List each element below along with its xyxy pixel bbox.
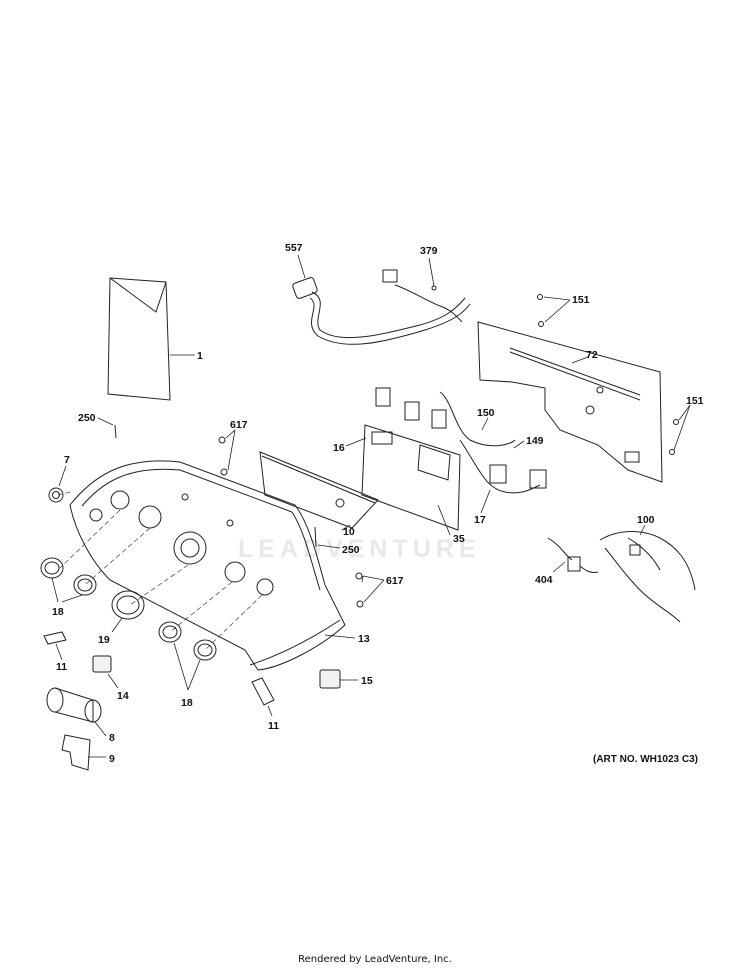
callout-35: 35 <box>453 533 465 545</box>
part-35-control-board <box>361 424 461 536</box>
callout-250-mid: 250 <box>342 544 360 556</box>
callout-404: 404 <box>535 574 553 586</box>
callout-7: 7 <box>64 454 70 466</box>
callout-17: 17 <box>474 514 486 526</box>
part-19-knob <box>111 590 145 633</box>
part-11-light-pipe-mid <box>251 677 275 717</box>
callout-151-top: 151 <box>572 294 590 306</box>
watermark: LEADVENTURE <box>238 535 481 563</box>
callout-9: 9 <box>109 753 115 765</box>
part-250-screw-mid <box>314 526 341 549</box>
callout-13: 13 <box>358 633 370 645</box>
art-number: (ART NO. WH1023 C3) <box>592 754 698 765</box>
callout-557: 557 <box>285 242 303 254</box>
callout-149: 149 <box>526 435 544 447</box>
footer-credit: Rendered by LeadVenture, Inc. <box>298 954 452 965</box>
part-16-switches <box>345 387 447 447</box>
part-151-screws <box>537 294 691 455</box>
part-10-overlay <box>259 451 379 531</box>
callout-150: 150 <box>477 407 495 419</box>
part-100-harness <box>599 524 696 623</box>
part-557-wire-harness <box>292 254 471 345</box>
callout-8: 8 <box>109 732 115 744</box>
callout-11-left: 11 <box>56 661 67 673</box>
callout-15: 15 <box>361 675 373 687</box>
part-11-light-pipe-left <box>43 631 67 661</box>
part-7-knob <box>48 465 67 503</box>
part-8-cylinder <box>46 687 107 737</box>
callout-19: 19 <box>98 634 110 646</box>
callout-10: 10 <box>343 526 355 538</box>
part-617-clips <box>218 429 385 608</box>
callout-14: 14 <box>117 690 129 702</box>
part-150-harness <box>439 391 547 514</box>
callout-72: 72 <box>586 349 598 361</box>
part-1-manual <box>107 277 195 401</box>
callout-18-right: 18 <box>181 697 193 709</box>
callout-617-right: 617 <box>386 575 404 587</box>
alignment-lines <box>57 491 263 651</box>
callout-250-left: 250 <box>78 412 96 424</box>
part-404-sensor <box>547 537 599 573</box>
callout-11-mid: 11 <box>268 720 279 732</box>
callout-1: 1 <box>197 350 203 362</box>
part-72-bracket <box>477 321 663 483</box>
part-250-screw-left <box>97 417 117 439</box>
callout-617-top: 617 <box>230 419 248 431</box>
part-18-knobs-right <box>158 621 217 691</box>
callout-16: 16 <box>333 442 345 454</box>
part-9-bracket <box>61 734 106 771</box>
part-18-knobs-left <box>40 557 97 603</box>
part-15-switch <box>319 669 358 689</box>
part-13-control-panel <box>69 460 356 671</box>
callout-18-left: 18 <box>52 606 64 618</box>
callout-151-right: 151 <box>686 395 704 407</box>
callout-379: 379 <box>420 245 438 257</box>
callout-100: 100 <box>637 514 655 526</box>
part-14-switch <box>92 655 119 689</box>
